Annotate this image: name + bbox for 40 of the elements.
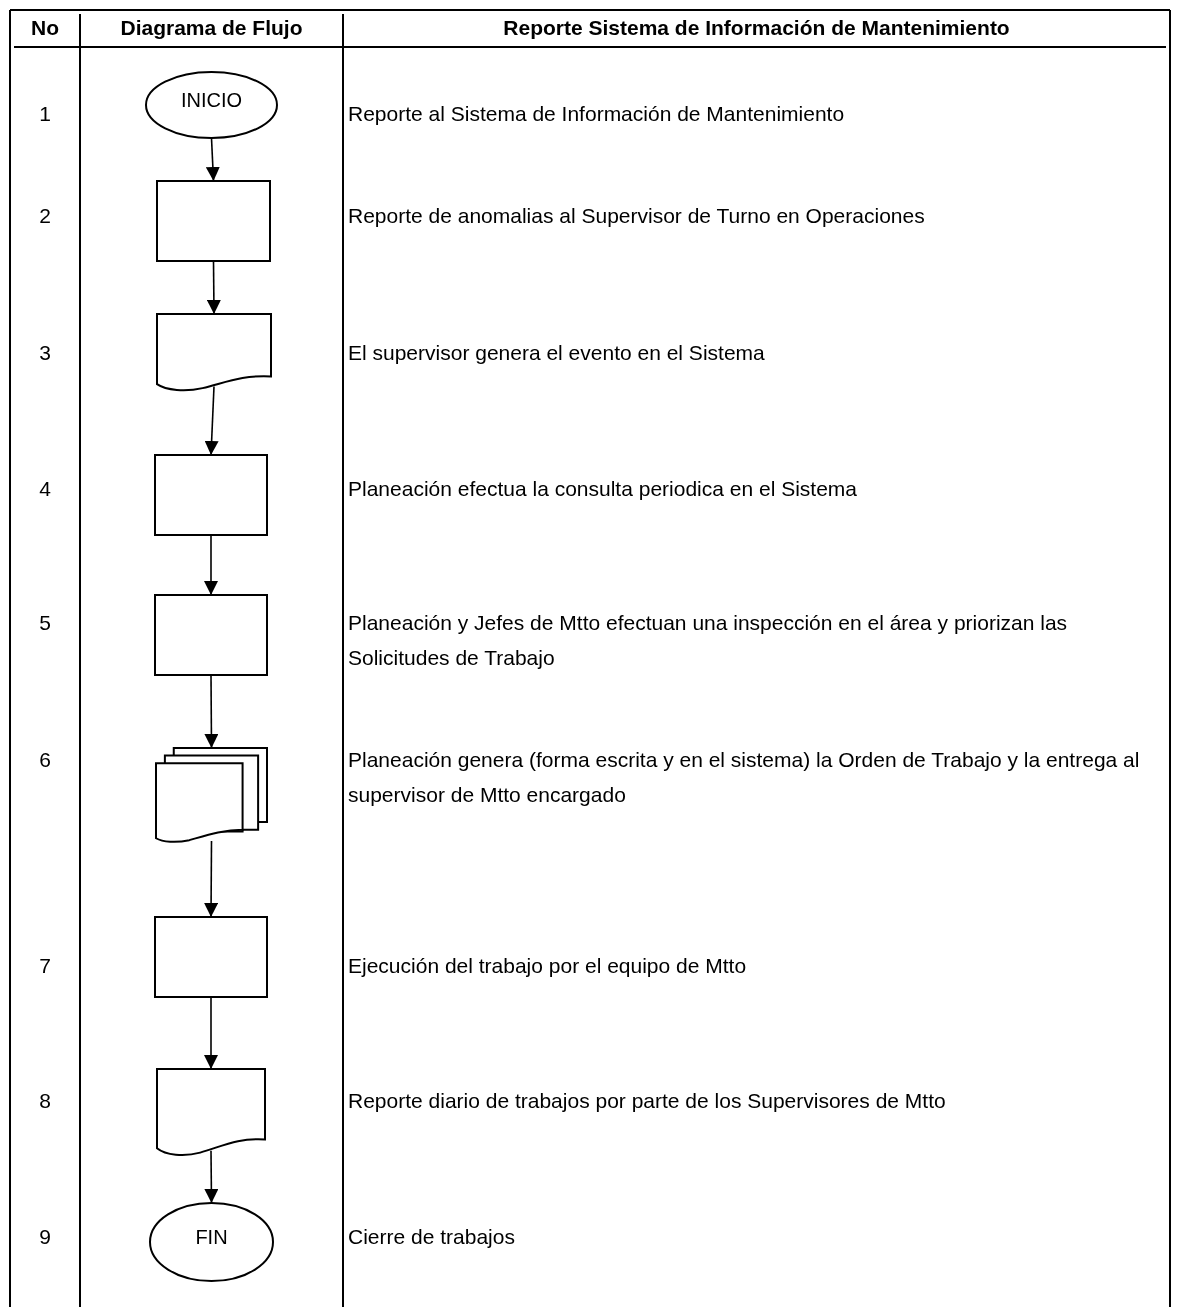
flow-arrow <box>204 534 218 596</box>
step-number: 8 <box>38 1088 52 1114</box>
process-box <box>155 595 267 675</box>
step-description: Planeación genera (forma escrita y en el sistema) la Orden de Trabajo y la entrega al supervisor de Mtto encargado <box>348 747 1141 808</box>
step-description: Planeación y Jefes de Mtto efectuan una inspección en el área y priorizan las Solicitudes de Trabajo <box>348 610 1069 671</box>
step-number: 7 <box>38 953 52 979</box>
step-number: 2 <box>38 203 52 229</box>
step-description: Cierre de trabajos <box>348 1224 516 1250</box>
step-description: El supervisor genera el evento en el Sistema <box>348 340 766 366</box>
step-number: 9 <box>38 1224 52 1250</box>
flow-arrow <box>206 260 221 315</box>
step-number: 1 <box>38 101 52 127</box>
step-description: Planeación efectua la consulta periodica en el Sistema <box>348 476 858 502</box>
flow-arrow <box>204 385 219 456</box>
step-description: Reporte al Sistema de Información de Mantenimiento <box>348 101 846 127</box>
step-number: 3 <box>38 340 52 366</box>
step-description: Reporte diario de trabajos por parte de los Supervisores de Mtto <box>348 1088 947 1114</box>
terminator-label: INICIO <box>179 89 244 112</box>
process-box <box>155 455 267 535</box>
terminator-ellipse <box>146 72 277 138</box>
flow-arrow <box>204 840 219 918</box>
flow-arrow <box>204 1150 219 1204</box>
column-header: Diagrama de Flujo <box>119 15 304 41</box>
column-header: No <box>30 15 60 41</box>
step-number: 6 <box>38 747 52 773</box>
process-box <box>155 917 267 997</box>
terminator-ellipse <box>150 1203 273 1281</box>
document-shape <box>157 314 271 392</box>
document-shape <box>157 1069 265 1157</box>
process-box <box>157 181 270 261</box>
step-number: 4 <box>38 476 52 502</box>
flow-arrow <box>204 674 219 749</box>
step-description: Ejecución del trabajo por el equipo de Mtto <box>348 953 748 979</box>
flow-arrow <box>205 137 220 182</box>
terminator-label: FIN <box>194 1226 229 1249</box>
step-number: 5 <box>38 610 52 636</box>
column-header: Reporte Sistema de Información de Mantenimiento <box>502 15 1011 41</box>
multi-document-shape <box>156 748 267 843</box>
flow-arrow <box>204 996 218 1070</box>
step-description: Reporte de anomalias al Supervisor de Turno en Operaciones <box>348 203 926 229</box>
